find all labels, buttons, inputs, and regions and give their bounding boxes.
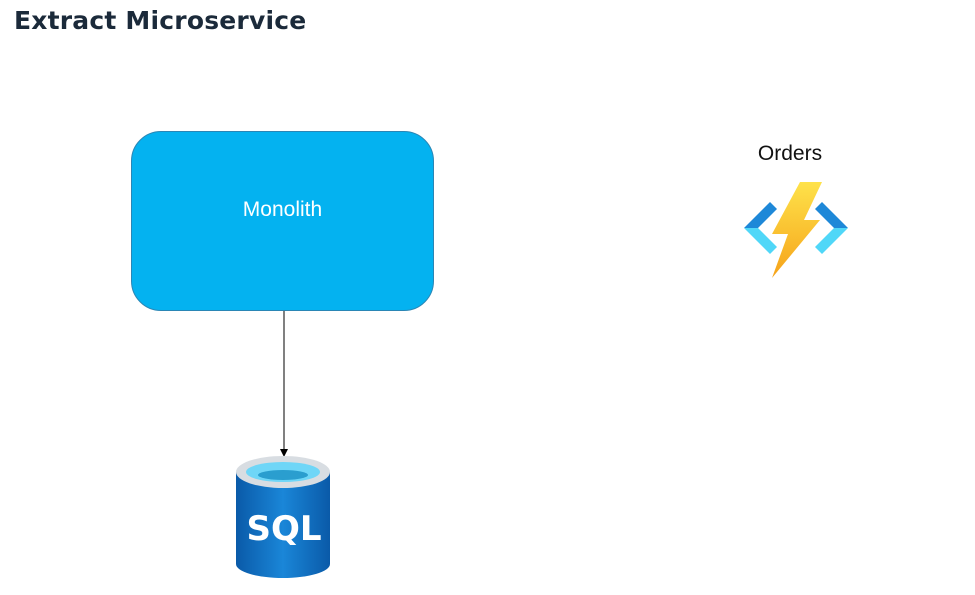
lightning-bolt-icon bbox=[772, 182, 822, 278]
connector-monolith-to-sql bbox=[280, 311, 288, 457]
azure-sql-database-icon[interactable]: SQL bbox=[234, 454, 332, 582]
monolith-label: Monolith bbox=[242, 198, 323, 221]
page-title: Extract Microservice bbox=[14, 6, 307, 35]
left-bracket-icon bbox=[744, 202, 777, 254]
right-bracket-icon bbox=[815, 202, 848, 254]
azure-function-icon[interactable] bbox=[740, 180, 852, 280]
orders-label: Orders bbox=[757, 142, 823, 165]
monolith-node[interactable]: Monolith bbox=[131, 131, 434, 311]
sql-label: SQL bbox=[246, 509, 321, 549]
